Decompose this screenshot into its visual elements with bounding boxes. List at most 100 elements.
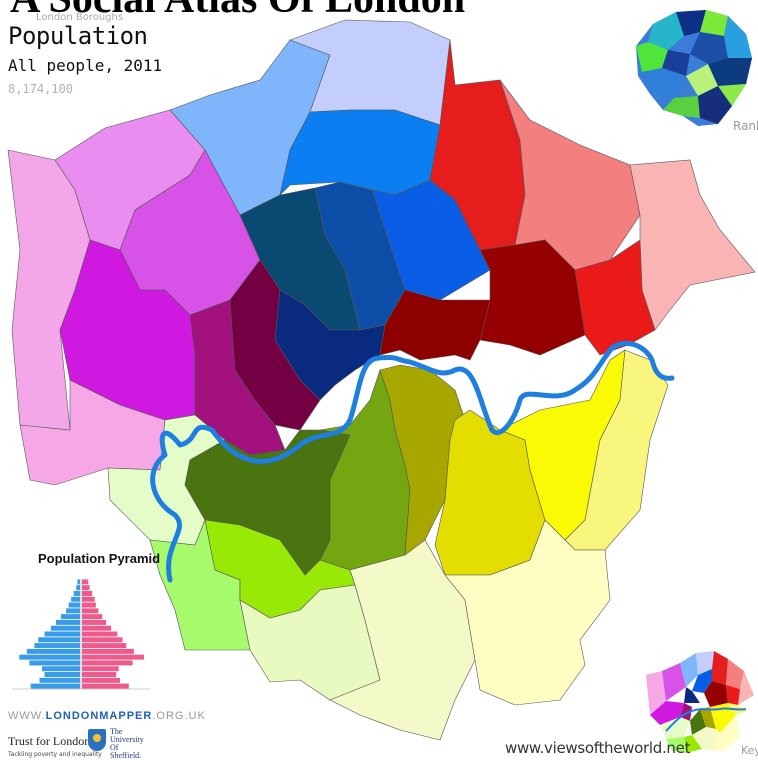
pyramid-bar-male: [73, 590, 80, 596]
key-inset-region: [692, 727, 716, 751]
river-thames: [150, 340, 675, 583]
key-inset-region: [684, 735, 702, 753]
londonmapper-name: LONDONMAPPER: [45, 710, 153, 722]
borough-tower-hamlets[interactable]: [379, 289, 491, 361]
pyramid-bar-female: [82, 579, 89, 585]
key-inset-region: [650, 701, 684, 725]
key-inset-region: [704, 681, 728, 707]
key-inset-region: [726, 659, 744, 689]
pyramid-bar-female: [82, 602, 96, 608]
key-inset-region: [690, 709, 706, 735]
borough-newham[interactable]: [479, 239, 586, 356]
key-inset-region: [716, 715, 740, 751]
key-inset-region: [660, 717, 690, 739]
map-title: Population: [8, 22, 148, 50]
key-inset-region: [680, 653, 698, 687]
pyramid-bar-female: [82, 648, 134, 654]
rank-inset-region: [642, 68, 686, 98]
pyramid-bar-female: [82, 643, 127, 649]
londonmapper-suffix: .ORG.UK: [152, 710, 206, 722]
key-inset-region: [738, 671, 754, 705]
borough-bexley[interactable]: [564, 349, 669, 551]
pyramid-bar-female: [82, 596, 95, 602]
rank-inset-region: [708, 58, 752, 86]
map-subtitle: All people, 2011: [8, 56, 163, 75]
pyramid-bar-female: [82, 590, 93, 596]
key-inset-region: [700, 707, 716, 729]
key-inset-region: [646, 671, 666, 715]
pyramid-title: Population Pyramid: [38, 551, 161, 566]
pyramid-bar-female: [82, 637, 123, 643]
key-inset-region: [666, 737, 686, 753]
pyramid-bar-female: [82, 619, 107, 625]
university-crest-icon: [88, 729, 106, 751]
londonmapper-prefix: WWW.: [8, 710, 46, 722]
pyramid-bar-female: [82, 654, 144, 660]
pyramid-bar-female: [82, 677, 120, 683]
rank-inset-region: [690, 32, 728, 64]
pyramid-bar-male: [66, 608, 80, 614]
pyramid-bar-male: [44, 672, 80, 678]
pyramid-bar-female: [82, 660, 133, 666]
borough-layer: [7, 19, 756, 741]
pyramid-bar-male: [42, 666, 80, 672]
website-url[interactable]: www.viewsoftheworld.net: [505, 739, 691, 757]
rank-inset-region: [700, 10, 728, 36]
pyramid-bar-male: [61, 614, 80, 620]
university-line-3: Of: [110, 743, 119, 752]
rank-inset-region: [686, 64, 718, 96]
borough-bromley[interactable]: [444, 519, 611, 706]
pyramid-bar-female: [82, 631, 118, 637]
trust-for-london-tagline: Tackling poverty and inequality: [8, 751, 102, 758]
university-of-sheffield-logo: The University Of Sheffield.: [110, 728, 160, 760]
pyramid-bar-male: [71, 596, 80, 602]
rank-inset-region: [648, 12, 684, 50]
key-inset-map: [646, 651, 754, 753]
rank-inset-region: [662, 50, 690, 76]
map-kicker: London Boroughs: [36, 12, 124, 23]
key-inset-region: [726, 685, 740, 705]
pyramid-bar-female: [82, 614, 103, 620]
pyramid-bar-male: [76, 585, 80, 591]
population-pyramid: [12, 579, 150, 690]
key-inset-river: [665, 707, 747, 732]
pyramid-bar-male: [19, 654, 81, 660]
borough-barking-and-dagenham[interactable]: [574, 239, 656, 356]
key-inset-region: [710, 703, 736, 733]
rank-inset-region: [663, 96, 700, 118]
pyramid-bar-male: [50, 625, 80, 631]
pyramid-bar-male: [77, 579, 80, 585]
trust-for-london-logo: Trust for London: [8, 734, 91, 748]
pyramid-bar-female: [82, 625, 112, 631]
pyramid-bar-male: [29, 660, 80, 666]
pyramid-bar-female: [82, 666, 119, 672]
rank-inset-region: [636, 42, 668, 72]
atlas-title: A Social Atlas Of London: [10, 0, 465, 20]
pyramid-bars: [19, 579, 144, 689]
rank-inset-region: [676, 10, 706, 36]
key-inset-region: [692, 669, 712, 693]
key-inset-label: Key: [741, 744, 758, 757]
londonmapper-link[interactable]: WWW.LONDONMAPPER.ORG.UK: [8, 710, 206, 722]
rank-inset-region: [718, 84, 746, 106]
key-inset-region: [662, 663, 686, 701]
pyramid-bar-female: [82, 683, 129, 689]
pyramid-bar-male: [38, 637, 80, 643]
pyramid-bar-male: [68, 602, 80, 608]
rank-inset-map: [636, 10, 752, 126]
university-line-2: University: [110, 735, 144, 744]
key-inset-region: [696, 651, 714, 675]
university-line-4: Sheffield.: [110, 751, 142, 760]
key-inset-region: [712, 651, 728, 685]
rank-inset-label: Rank: [733, 119, 758, 133]
pyramid-bar-male: [34, 643, 80, 649]
key-inset-region: [684, 687, 700, 703]
borough-croydon[interactable]: [329, 539, 476, 741]
population-total: 8,174,100: [8, 82, 74, 96]
university-line-1: The: [110, 727, 123, 736]
borough-havering[interactable]: [629, 159, 756, 331]
pyramid-bar-male: [39, 677, 80, 683]
rank-inset-region: [724, 16, 752, 58]
pyramid-bar-male: [55, 619, 80, 625]
pyramid-bar-female: [82, 585, 90, 591]
